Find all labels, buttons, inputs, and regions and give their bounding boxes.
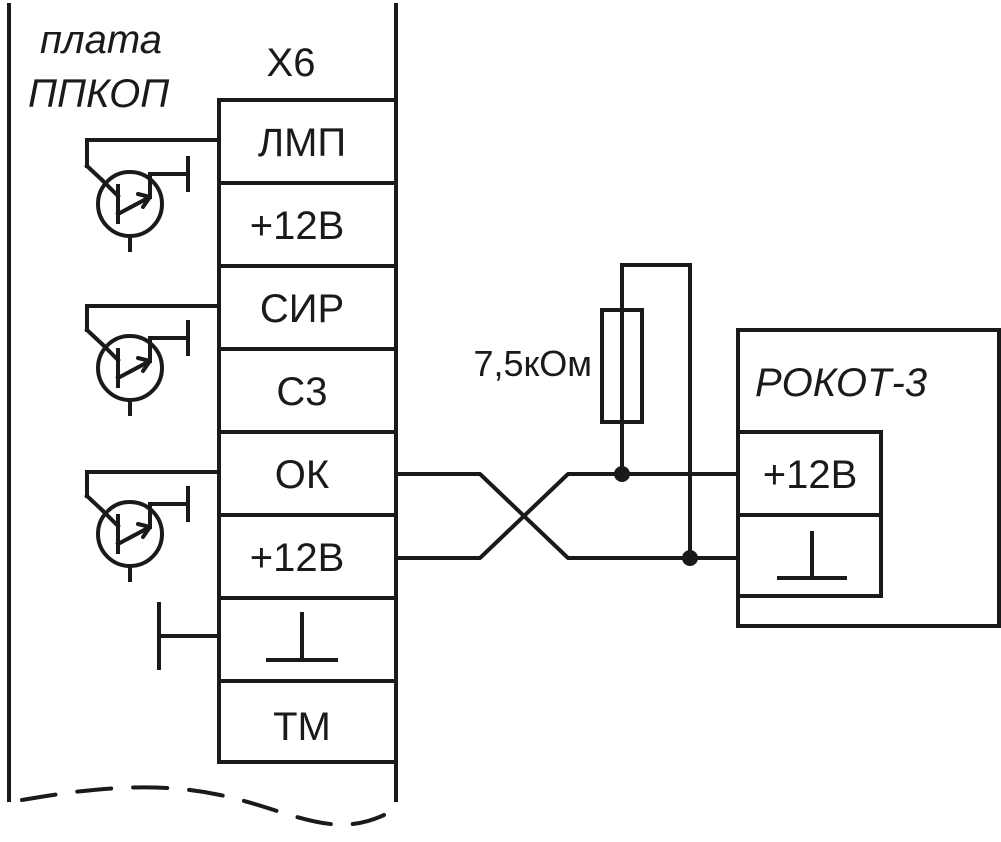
npn-transistor-icon <box>84 470 221 582</box>
terminal-s3: С3 <box>276 370 327 414</box>
board-title-line2: ППКОП <box>28 72 170 116</box>
terminal-ok: ОК <box>275 453 330 497</box>
board-title-line1: плата <box>40 18 162 62</box>
terminal-lmp: ЛМП <box>258 121 346 165</box>
terminal-block-x6 <box>217 98 398 764</box>
ground-icon <box>777 531 847 580</box>
npn-transistor-icon <box>84 138 221 252</box>
resistor-label: 7,5кОм <box>473 343 592 384</box>
terminal-plus12v-2: +12В <box>250 536 345 580</box>
ground-icon <box>157 602 221 670</box>
connector-label: X6 <box>267 41 316 85</box>
device-terminal-plus12v: +12В <box>763 453 858 497</box>
crossed-wires <box>394 472 740 560</box>
terminal-plus12v-1: +12В <box>250 204 345 248</box>
ground-icon <box>266 612 338 662</box>
terminal-tm: ТМ <box>273 705 331 749</box>
device-name: РОКОТ-3 <box>755 361 927 405</box>
junction-dot <box>614 466 630 482</box>
device-rokot3 <box>736 328 1001 628</box>
npn-transistor-icon <box>84 304 221 416</box>
junction-dot <box>682 550 698 566</box>
resistor <box>600 263 692 560</box>
terminal-sir: СИР <box>260 287 344 331</box>
